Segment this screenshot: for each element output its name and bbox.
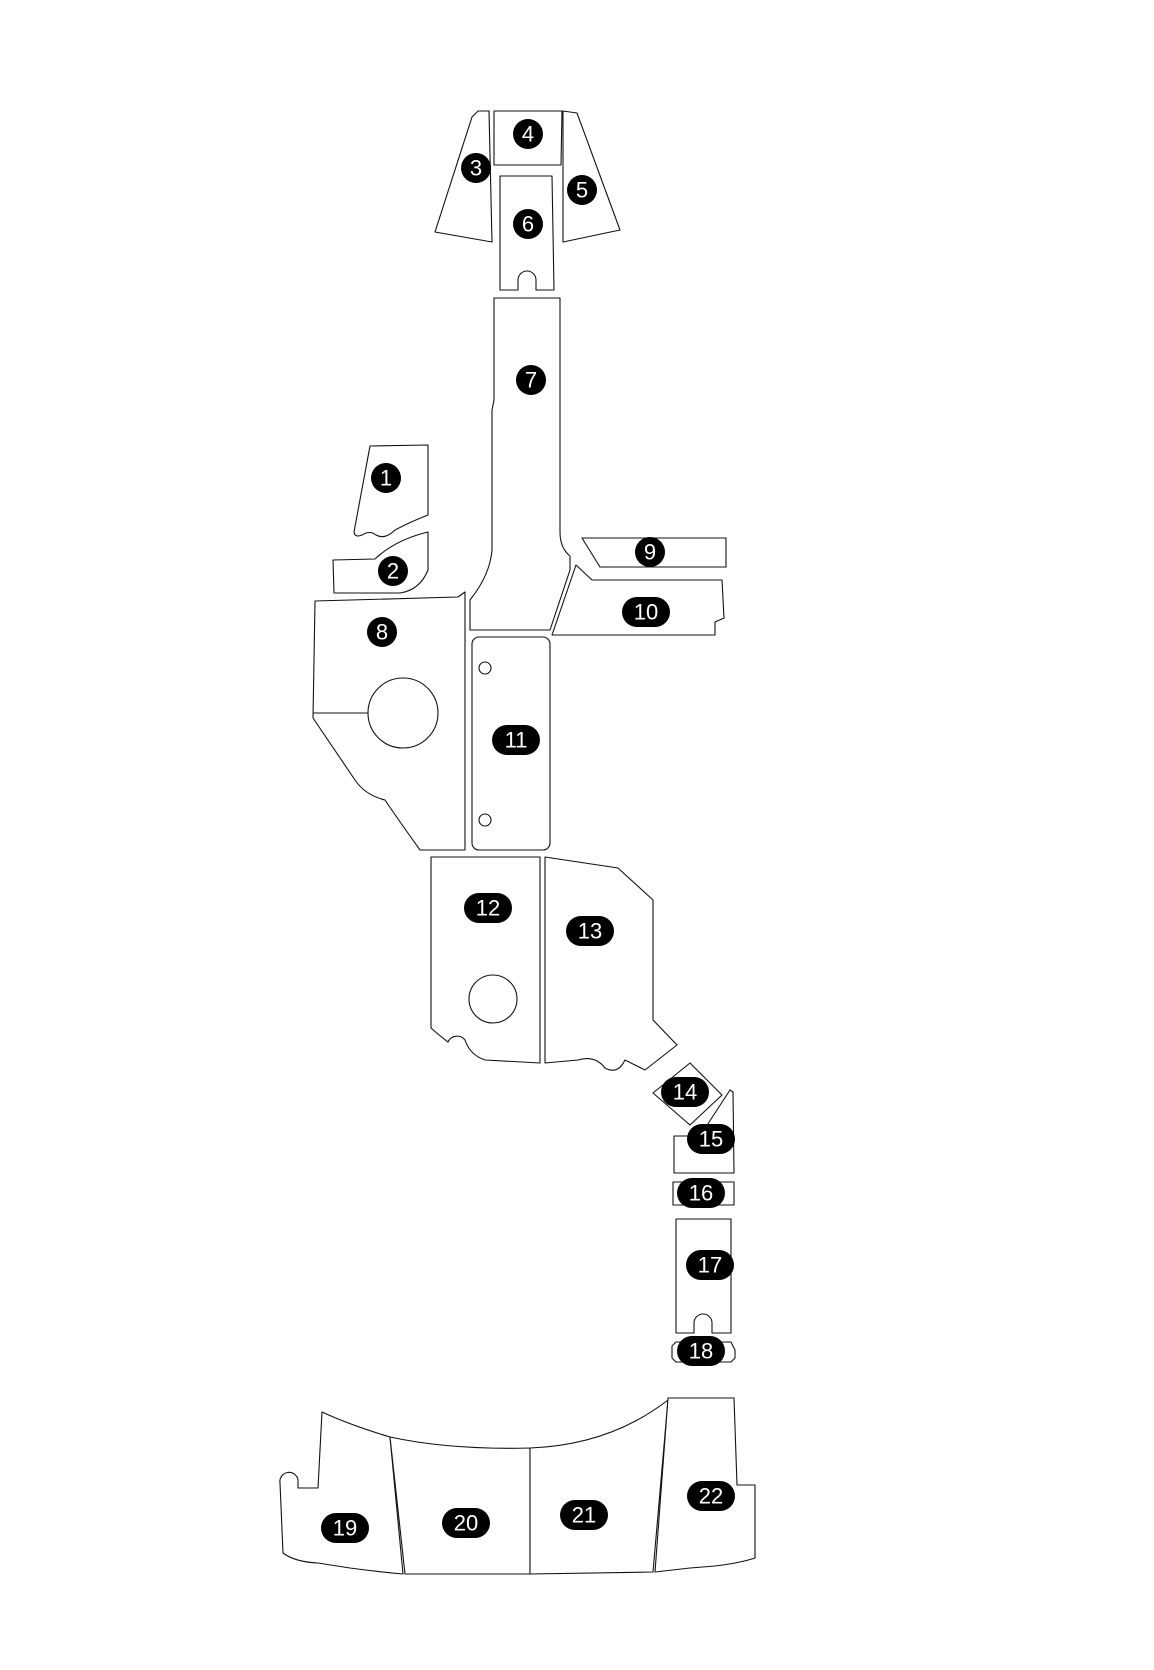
badge-20: 20 <box>442 1508 490 1538</box>
piece-8-cutout <box>367 677 439 749</box>
badge-13-text: 13 <box>578 919 602 944</box>
badge-11: 11 <box>492 725 540 755</box>
label-badges: 1 2 3 4 5 6 7 8 9 10 11 <box>321 119 735 1543</box>
badge-8: 8 <box>367 617 397 647</box>
badge-2-text: 2 <box>387 559 399 584</box>
badge-15: 15 <box>687 1124 735 1154</box>
badge-6: 6 <box>513 209 543 239</box>
badge-22-text: 22 <box>699 1484 723 1509</box>
badge-2: 2 <box>378 556 408 586</box>
badge-6-text: 6 <box>522 212 534 237</box>
badge-10: 10 <box>622 597 670 627</box>
badge-14: 14 <box>661 1077 709 1107</box>
badge-19-text: 19 <box>333 1516 357 1541</box>
piece-12 <box>430 856 541 1064</box>
badge-1: 1 <box>371 463 401 493</box>
badge-9: 9 <box>635 537 665 567</box>
piece-11-hole-top <box>478 661 492 675</box>
badge-17: 17 <box>686 1250 734 1280</box>
badge-16: 16 <box>677 1178 725 1208</box>
piece-13 <box>544 856 678 1071</box>
badge-1-text: 1 <box>380 466 392 491</box>
badge-18: 18 <box>677 1336 725 1366</box>
badge-16-text: 16 <box>689 1181 713 1206</box>
badge-12-text: 12 <box>476 896 500 921</box>
badge-9-text: 9 <box>644 540 656 565</box>
badge-7-text: 7 <box>525 368 537 393</box>
piece-21 <box>529 1399 669 1575</box>
piece-12-cutout <box>468 974 518 1024</box>
piece-3 <box>434 110 493 243</box>
piece-20 <box>389 1436 531 1575</box>
badge-8-text: 8 <box>376 620 388 645</box>
badge-4: 4 <box>513 119 543 149</box>
badge-13: 13 <box>566 916 614 946</box>
piece-5 <box>562 110 621 243</box>
piece-7 <box>469 297 571 631</box>
badge-5-text: 5 <box>576 178 588 203</box>
badge-21-text: 21 <box>572 1503 596 1528</box>
badge-10-text: 10 <box>634 600 658 625</box>
piece-2 <box>332 531 429 594</box>
badge-3: 3 <box>461 153 491 183</box>
badge-20-text: 20 <box>454 1511 478 1536</box>
badge-19: 19 <box>321 1513 369 1543</box>
badge-22: 22 <box>687 1481 735 1511</box>
badge-18-text: 18 <box>689 1339 713 1364</box>
piece-19 <box>279 1411 404 1575</box>
badge-4-text: 4 <box>522 122 534 147</box>
piece-11-hole-bottom <box>478 813 492 827</box>
badge-12: 12 <box>464 893 512 923</box>
badge-14-text: 14 <box>673 1080 697 1105</box>
badge-15-text: 15 <box>699 1127 723 1152</box>
badge-17-text: 17 <box>698 1253 722 1278</box>
badge-5: 5 <box>567 175 597 205</box>
badge-21: 21 <box>560 1500 608 1530</box>
badge-7: 7 <box>516 365 546 395</box>
badge-11-text: 11 <box>505 728 528 753</box>
badge-3-text: 3 <box>470 156 482 181</box>
